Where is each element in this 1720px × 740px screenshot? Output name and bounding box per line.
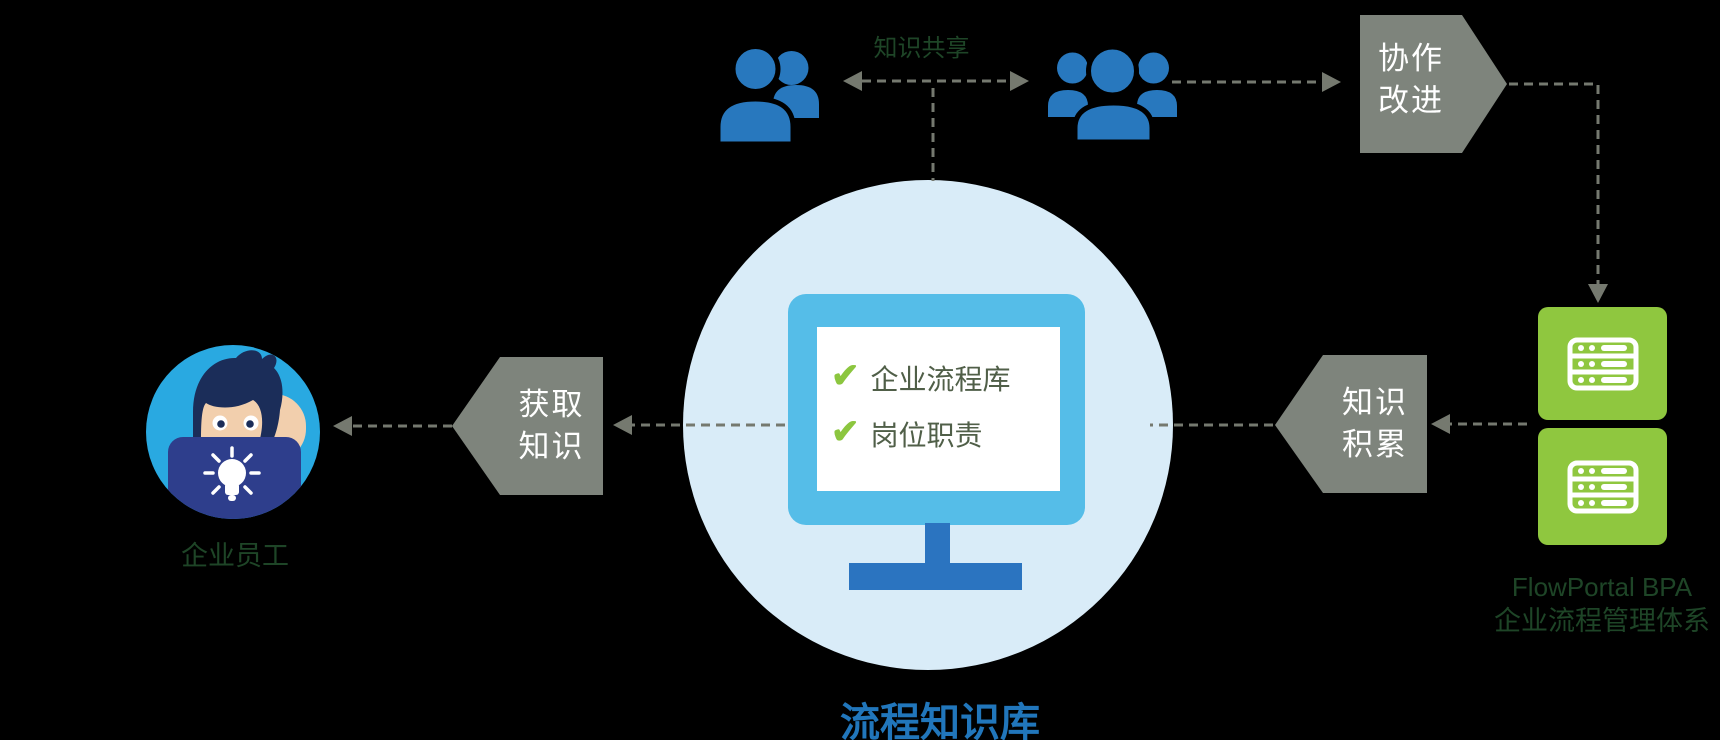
knowledge-accumulate-label: 知识 积累 [1323,382,1427,466]
collab-improve-line2: 改进 [1378,83,1444,118]
collab-to-server-head [1588,284,1608,303]
flowportal-name: FlowPortal BPA [1511,572,1693,602]
server-rack-icon [1567,337,1638,390]
share-arrow-right-head [1010,71,1029,91]
knowledge-accumulate-line2: 积累 [1342,427,1408,462]
collab-to-server-line [1509,82,1600,284]
knowledge-accumulate-shape [1275,355,1427,493]
server-to-accum-head [1431,414,1450,434]
check-icon: ✔ [831,357,860,395]
collab-improve-shape [1360,15,1507,153]
acquire-knowledge-shape [452,357,603,495]
two-users-icon [715,44,819,144]
knowledge-share-label: 知识共享 [873,35,970,62]
acquire-to-employee-head [333,416,352,436]
avatar-hair [193,350,283,446]
acquire-knowledge-line2: 知识 [518,429,585,464]
checklist-item-label: 企业流程库 [870,364,1011,395]
right-arrow-pentagon [1360,15,1507,153]
acquire-knowledge-line1: 获取 [518,387,585,422]
monitor-stand-neck [925,523,950,565]
person-at-laptop-icon [146,345,320,519]
employee-label: 企业员工 [181,541,289,571]
diagram-title: 流程知识库 [840,701,1040,740]
knowledge-accumulate-line1: 知识 [1342,385,1408,420]
collab-improve-label: 协作 改进 [1360,38,1462,122]
group-to-collab-head [1322,72,1341,92]
flowportal-desc: 企业流程管理体系 [1494,606,1710,636]
left-arrow-pentagon [1275,355,1427,493]
check-icon: ✔ [831,413,860,451]
monitor-screen [817,327,1060,491]
hub-to-acquire-head [613,415,632,435]
flowportal-label: FlowPortal BPA 企业流程管理体系 [1484,572,1720,638]
lightbulb-icon [203,446,261,501]
server-box [1538,307,1667,420]
share-arrow-left-head [843,71,862,91]
checklist-item: ✔ 企业流程库 [831,358,1011,398]
server-box [1538,428,1667,545]
server-rack-icon [1567,460,1638,513]
monitor-stand-base [849,563,1022,590]
checklist-item-label: 岗位职责 [870,420,983,451]
checklist-item: ✔ 岗位职责 [831,414,983,454]
left-arrow-pentagon [452,357,603,495]
collab-improve-line1: 协作 [1378,41,1444,76]
three-users-icon [1048,44,1177,144]
acquire-knowledge-label: 获取 知识 [500,384,603,468]
